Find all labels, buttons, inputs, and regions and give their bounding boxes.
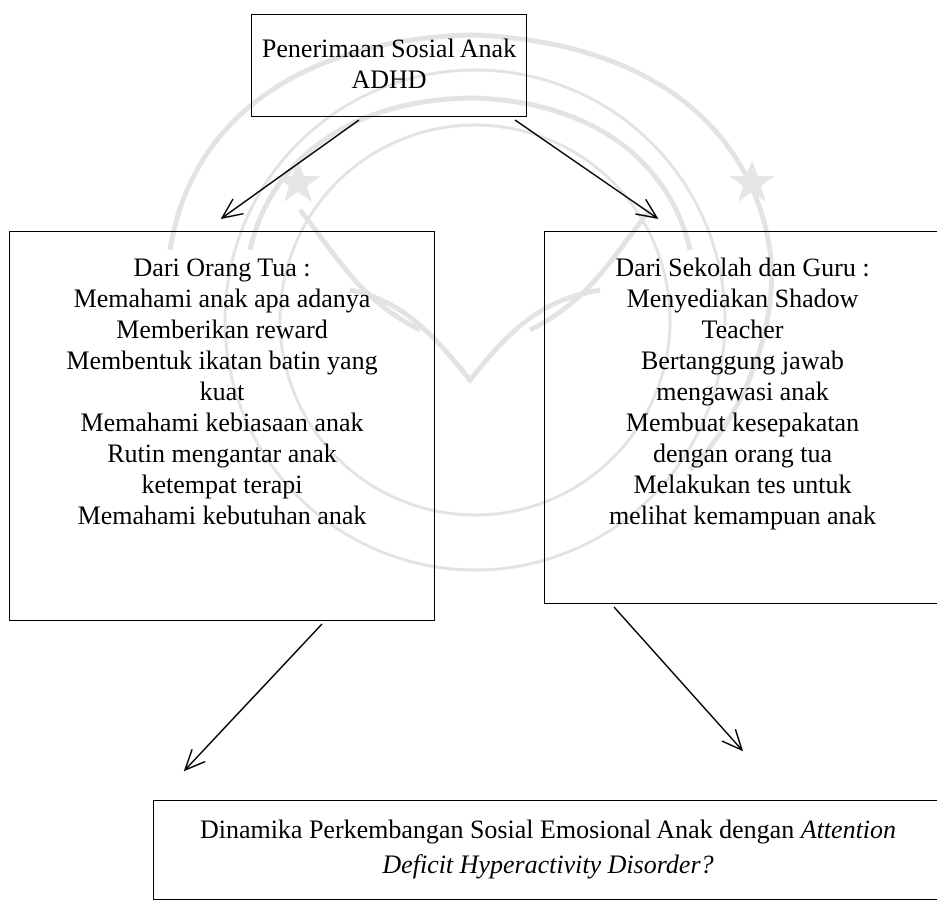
node-text-line: ADHD <box>351 65 427 94</box>
arrow-right-to-bottom <box>613 606 744 752</box>
arrow-top-to-right <box>514 119 659 220</box>
node-text-line: Membuat kesepakatan <box>625 408 860 437</box>
node-text-line: melihat kemampuan anak <box>608 501 877 530</box>
arrow-top-to-left <box>220 119 360 220</box>
node-text-line: Dinamika Perkembangan Sosial Emosional A… <box>154 812 937 847</box>
node-text-line-italic: Deficit Hyperactivity Disorder? <box>382 850 714 879</box>
node-social-acceptance: Penerimaan Sosial Anak ADHD <box>251 14 527 117</box>
university-seal-watermark <box>167 32 775 572</box>
node-heading: Dari Sekolah dan Guru : <box>615 253 870 282</box>
node-text-line: ketempat terapi <box>141 470 303 499</box>
node-text-line: Memahami kebiasaan anak <box>80 408 364 437</box>
node-text-line: Rutin mengantar anak <box>107 439 337 468</box>
node-text-line: Memahami anak apa adanya <box>73 284 371 313</box>
node-text-italic: Attention <box>800 815 897 844</box>
node-text-line: mengawasi anak <box>656 377 829 406</box>
node-text-line: kuat <box>199 377 245 406</box>
node-text-line: Membentuk ikatan batin yang <box>66 346 378 375</box>
node-text-line: Bertanggung jawab <box>641 346 844 375</box>
connector-arrows <box>183 119 744 772</box>
arrow-left-to-bottom <box>183 623 323 772</box>
node-text-line: Penerimaan Sosial Anak <box>261 34 517 63</box>
node-text-line: Memberikan reward <box>116 315 328 344</box>
node-heading: Dari Orang Tua : <box>133 253 311 282</box>
node-from-parents: Dari Orang Tua : Memahami anak apa adany… <box>9 231 435 621</box>
node-text-line: Melakukan tes untuk <box>633 470 852 499</box>
node-from-school-and-teachers: Dari Sekolah dan Guru : Menyediakan Shad… <box>544 231 937 604</box>
node-text-line: Menyediakan Shadow <box>626 284 859 313</box>
node-text-line: dengan orang tua <box>652 439 833 468</box>
node-text-line: Teacher <box>701 315 784 344</box>
node-text-plain: Dinamika Perkembangan Sosial Emosional A… <box>199 815 801 844</box>
node-text-line: Memahami kebutuhan anak <box>77 501 367 530</box>
node-socio-emotional-dynamics: Dinamika Perkembangan Sosial Emosional A… <box>153 800 937 900</box>
